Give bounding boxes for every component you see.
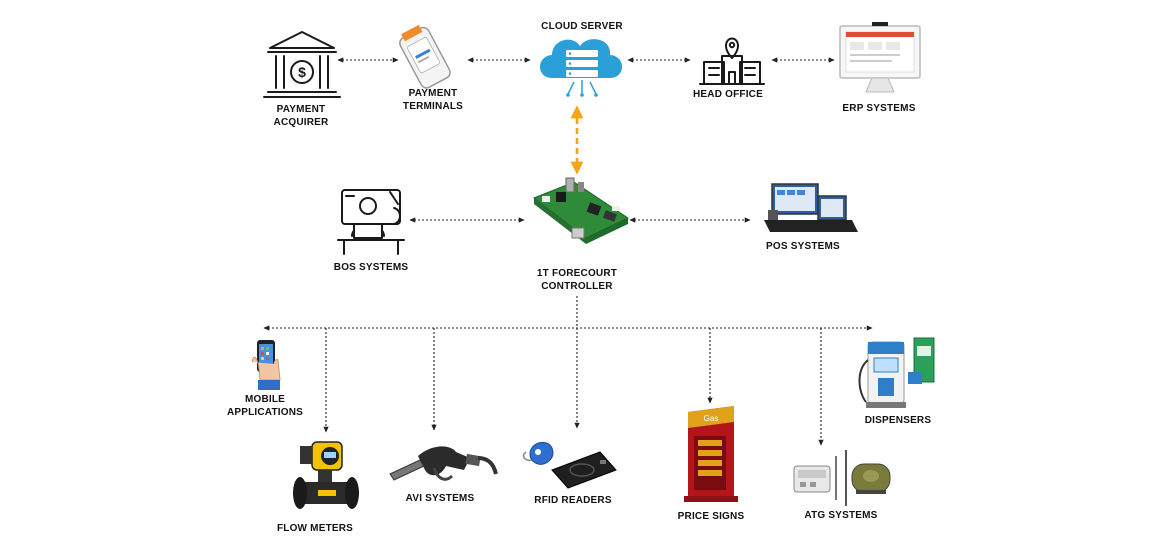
cloud-server-icon: [540, 39, 622, 97]
dispenser-icon: [858, 337, 935, 408]
rfid-readers-label: RFID READERS: [534, 495, 612, 506]
payment-terminals-label-2: TERMINALS: [403, 101, 463, 112]
connectors: [263, 57, 873, 446]
cloud-server-label: CLOUD SERVER: [541, 21, 623, 32]
forecourt-controller-label-1: 1T FORECOURT: [537, 268, 617, 279]
forecourt-controller-board: [532, 177, 630, 244]
bank-icon: [263, 31, 341, 98]
dispensers-label: DISPENSERS: [865, 415, 932, 426]
payment-acquirer-label-1: PAYMENT: [277, 104, 326, 115]
flow-meters-label: FLOW METERS: [277, 523, 353, 534]
price-sign-gas-text: Gas: [704, 414, 719, 423]
rfid-reader-icon: [522, 441, 617, 489]
flow-meter-icon: [293, 441, 359, 509]
erp-monitor-icon: [839, 22, 921, 93]
bos-systems-label: BOS SYSTEMS: [334, 262, 409, 273]
mobile-phone-in-hand-icon: [251, 340, 281, 390]
erp-systems-label: ERP SYSTEMS: [842, 103, 915, 114]
payment-terminals-coin-glyph: $: [298, 64, 306, 80]
mobile-applications-label-2: APPLICATIONS: [227, 407, 303, 418]
fuel-nozzle-icon: [389, 446, 498, 481]
atg-systems-label: ATG SYSTEMS: [804, 510, 877, 521]
forecourt-controller-label-2: CONTROLLER: [541, 281, 613, 292]
mobile-applications-label-1: MOBILE: [245, 394, 285, 405]
head-office-label: HEAD OFFICE: [693, 89, 763, 100]
atg-system-icon: [793, 450, 891, 506]
price-sign-icon: [684, 406, 738, 502]
head-office-icon: [699, 37, 765, 85]
avi-systems-label: AVI SYSTEMS: [406, 493, 475, 504]
pos-terminal-icon: [764, 183, 858, 232]
bos-person-at-desk-icon: [337, 189, 405, 255]
price-signs-label: PRICE SIGNS: [678, 511, 745, 522]
payment-terminals-label-1: PAYMENT: [409, 88, 458, 99]
pos-systems-label: POS SYSTEMS: [766, 241, 840, 252]
payment-terminal-icon: [399, 24, 451, 89]
payment-acquirer-label-2: ACQUIRER: [274, 117, 330, 128]
